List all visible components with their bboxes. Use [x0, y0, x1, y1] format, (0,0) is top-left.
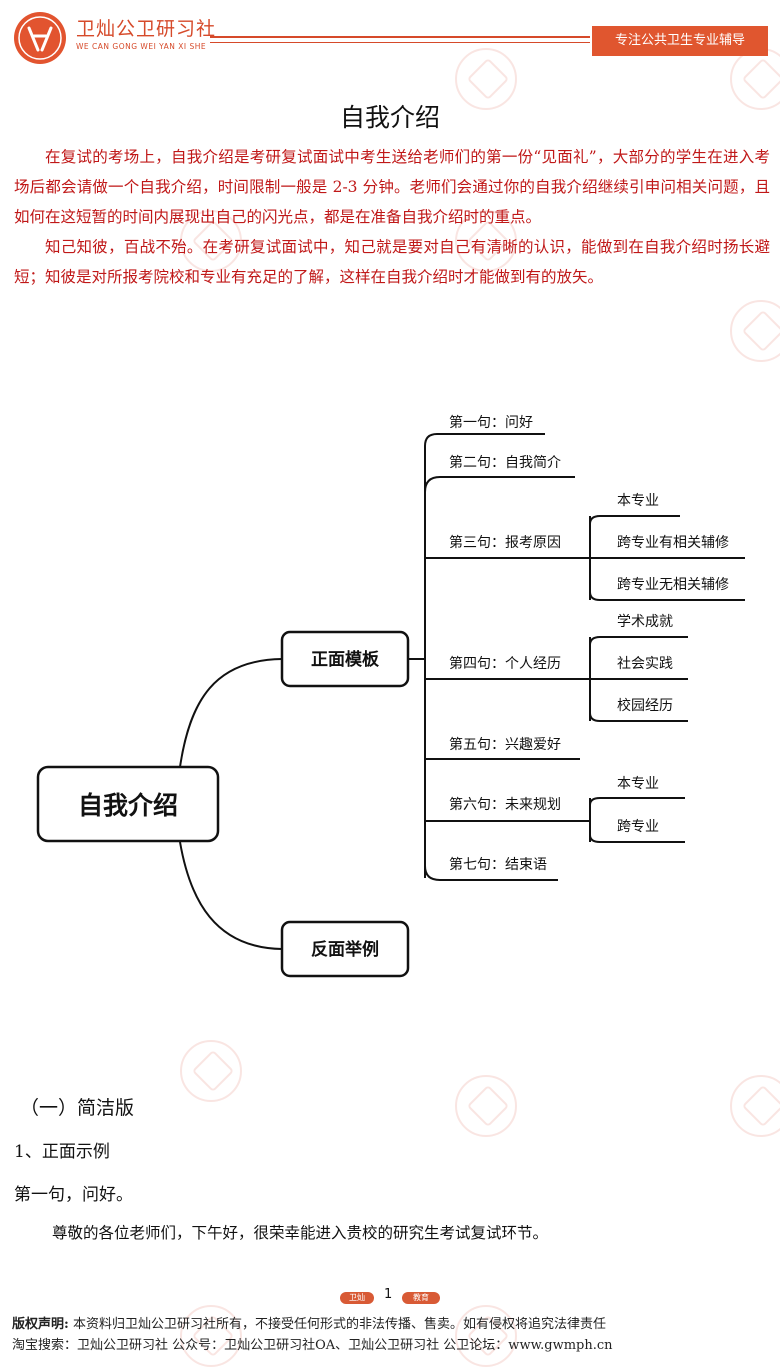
positive-template-node: [280, 630, 410, 688]
header-rule: [210, 42, 590, 43]
item-label: 第四句：个人经历: [449, 655, 561, 672]
watermark-logo: [730, 1075, 780, 1137]
watermark-logo: [455, 48, 517, 110]
intro-paragraph: 在复试的考场上，自我介绍是考研复试面试中考生送给老师们的第一份“见面礼”，大部分…: [14, 148, 770, 226]
copyright-label: 版权声明:: [12, 1317, 69, 1332]
item-label: 第一句：问好: [449, 414, 533, 431]
footer-badge-right: 教育: [402, 1292, 440, 1304]
watermark-logo: [455, 210, 517, 272]
negative-example-node: [280, 920, 410, 978]
sub-item-label: 跨专业有相关辅修: [617, 535, 729, 551]
section-heading: （一）简洁版: [20, 1097, 135, 1119]
item-label: 第六句：未来规划: [449, 796, 561, 813]
sentence-label: 第一句，问好。: [14, 1185, 133, 1205]
root-node-label: 自我介绍: [78, 791, 178, 820]
sub-item-label: 本专业: [617, 776, 659, 792]
logo-icon: [14, 12, 66, 64]
item-label: 第二句：自我简介: [449, 454, 561, 471]
item-label: 第五句：兴趣爱好: [449, 736, 561, 753]
copyright-line: 版权声明: 本资料归卫灿公卫研习社所有，不接受任何形式的非法传播、售卖。如有侵权…: [12, 1313, 606, 1332]
sentence-text: 尊敬的各位老师们，下午好，很荣幸能进入贵校的研究生考试复试环节。: [52, 1224, 549, 1242]
footer-badge-left: 卫灿: [340, 1292, 374, 1304]
intro-text: 在复试的考场上，自我介绍是考研复试面试中考生送给老师们的第一份“见面礼”，大部分…: [14, 142, 770, 292]
brand-name-en: WE CAN GONG WEI YAN XI SHE: [76, 42, 207, 51]
watermark-logo: [455, 1075, 517, 1137]
watermark-logo: [180, 1040, 242, 1102]
negative-example-label: 反面举例: [311, 939, 379, 960]
sub-item-label: 跨专业: [617, 819, 659, 835]
brand-name: 卫灿公卫研习社: [76, 18, 217, 40]
watermark-logo: [180, 210, 242, 272]
intro-paragraph: 知己知彼，百战不殆。在考研复试面试中，知己就是要对自己有清晰的认识，能做到在自我…: [14, 238, 770, 286]
item-label: 第七句：结束语: [449, 856, 547, 873]
root-node: [36, 765, 220, 843]
sub-heading: 1、正面示例: [14, 1142, 110, 1162]
header-slogan: 专注公共卫生专业辅导: [592, 26, 768, 56]
copyright-text: 本资料归卫灿公卫研习社所有，不接受任何形式的非法传播、售卖。如有侵权将追究法律责…: [68, 1317, 606, 1332]
sub-item-label: 社会实践: [617, 656, 673, 672]
header-rule: [210, 36, 590, 38]
sub-item-label: 跨专业无相关辅修: [617, 577, 729, 593]
connector: [179, 658, 283, 768]
watermark-logo: [730, 300, 780, 362]
positive-template-label: 正面模板: [311, 649, 380, 670]
connector: [179, 841, 283, 950]
sub-item-label: 本专业: [617, 493, 659, 509]
sub-item-label: 校园经历: [617, 697, 673, 714]
sub-item-label: 学术成就: [617, 614, 673, 630]
item-label: 第三句：报考原因: [449, 534, 561, 551]
page-number: 1: [384, 1287, 393, 1302]
mindmap-diagram: 自我介绍 正面模板 反面举例 第一句：问好 第二句：自我简介 第三句：报考原因 …: [36, 414, 745, 978]
page-title: 自我介绍: [339, 103, 440, 132]
search-line: 淘宝搜索：卫灿公卫研习社 公众号：卫灿公卫研习社OA、卫灿公卫研习社 公卫论坛：…: [12, 1338, 613, 1353]
